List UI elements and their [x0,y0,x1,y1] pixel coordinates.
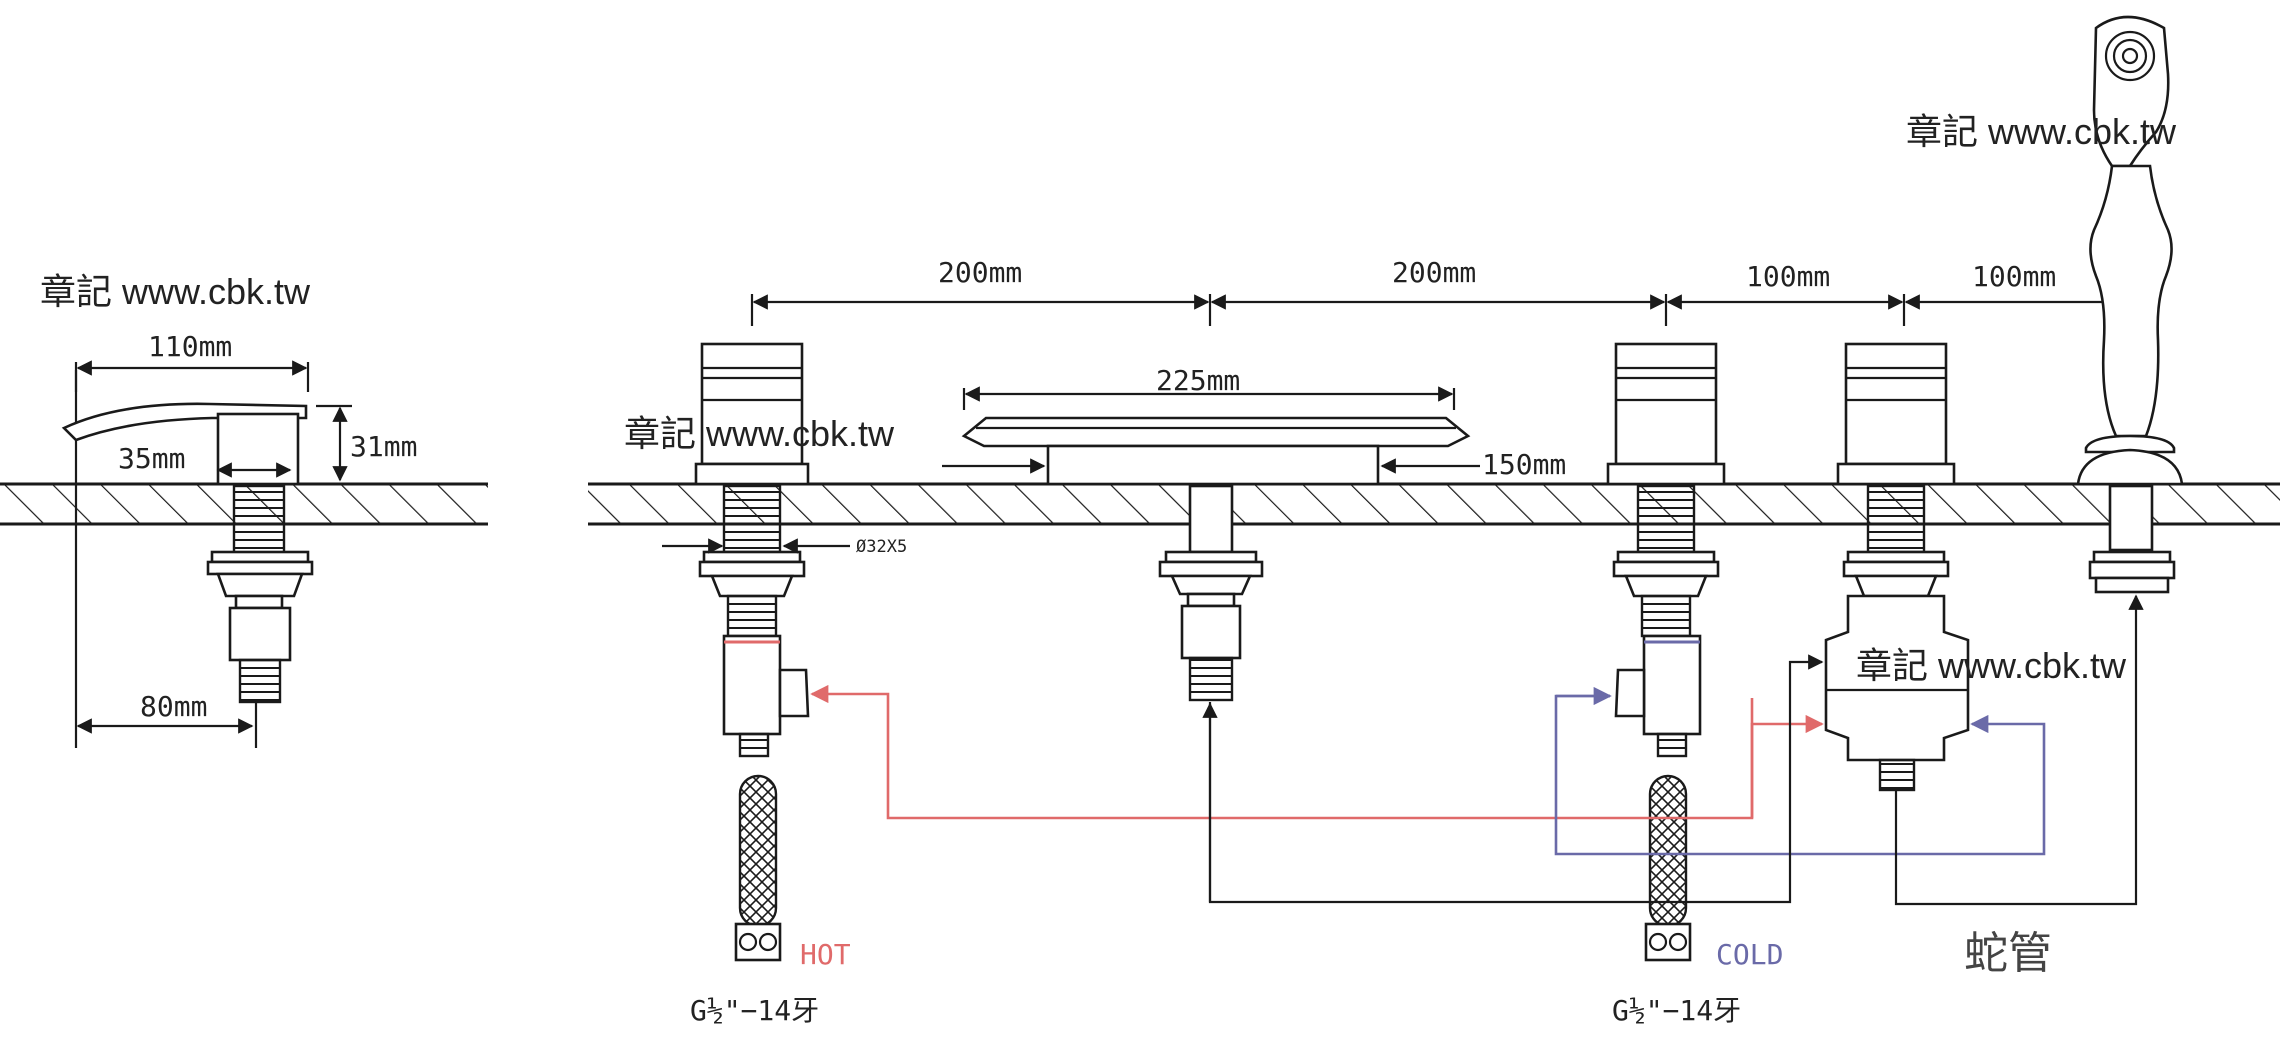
watermark-4: 章記 www.cbk.tw [1856,645,2127,686]
hole-size-label: Ø32X5 [856,537,907,557]
watermark-1: 章記 www.cbk.tw [40,271,311,312]
spacing-label-1: 200mm [938,256,1022,289]
hot-flow-line [810,684,1754,820]
diverter-valve [1824,342,1970,792]
spacing-label-3: 100mm [1746,260,1830,293]
shower-flow-line [1894,594,2144,906]
hot-label: HOT [800,938,851,971]
spout-width-label: 225mm [1156,364,1240,397]
hand-shower [2076,15,2184,594]
waterfall-spout: 225mm 150mm [942,364,1566,702]
side-height-label: 31mm [350,430,417,463]
watermark-3: 章記 www.cbk.tw [1906,111,2177,152]
side-width-label: 110mm [148,330,232,363]
hose-label: 蛇管 [1964,928,2052,979]
cold-flow-line [1554,694,2046,856]
cold-valve [1606,342,1726,758]
spout-depth-label: 150mm [1482,448,1566,481]
thread-label-right: G½"−14牙 [1612,994,1741,1027]
watermark-2: 章記 www.cbk.tw [624,413,895,454]
front-view: 200mm 200mm 100mm 100mm Ø32X5 [588,15,2280,1027]
side-shank-label: 80mm [140,690,207,723]
cold-label: COLD [1716,938,1783,971]
spacing-label-4: 100mm [1972,260,2056,293]
front-deck [588,484,2280,524]
cold-supply-hose [1644,774,1692,962]
hot-supply-hose [734,774,782,962]
spout-flow-line [1208,654,1824,904]
spacing-label-2: 200mm [1392,256,1476,289]
side-view: 110mm 35mm 31mm 80mm 章記 www.cbk.tw [0,271,488,748]
hot-valve: Ø32X5 [662,342,907,758]
side-spout-label: 35mm [118,442,185,475]
thread-label-left: G½"−14牙 [690,994,819,1027]
